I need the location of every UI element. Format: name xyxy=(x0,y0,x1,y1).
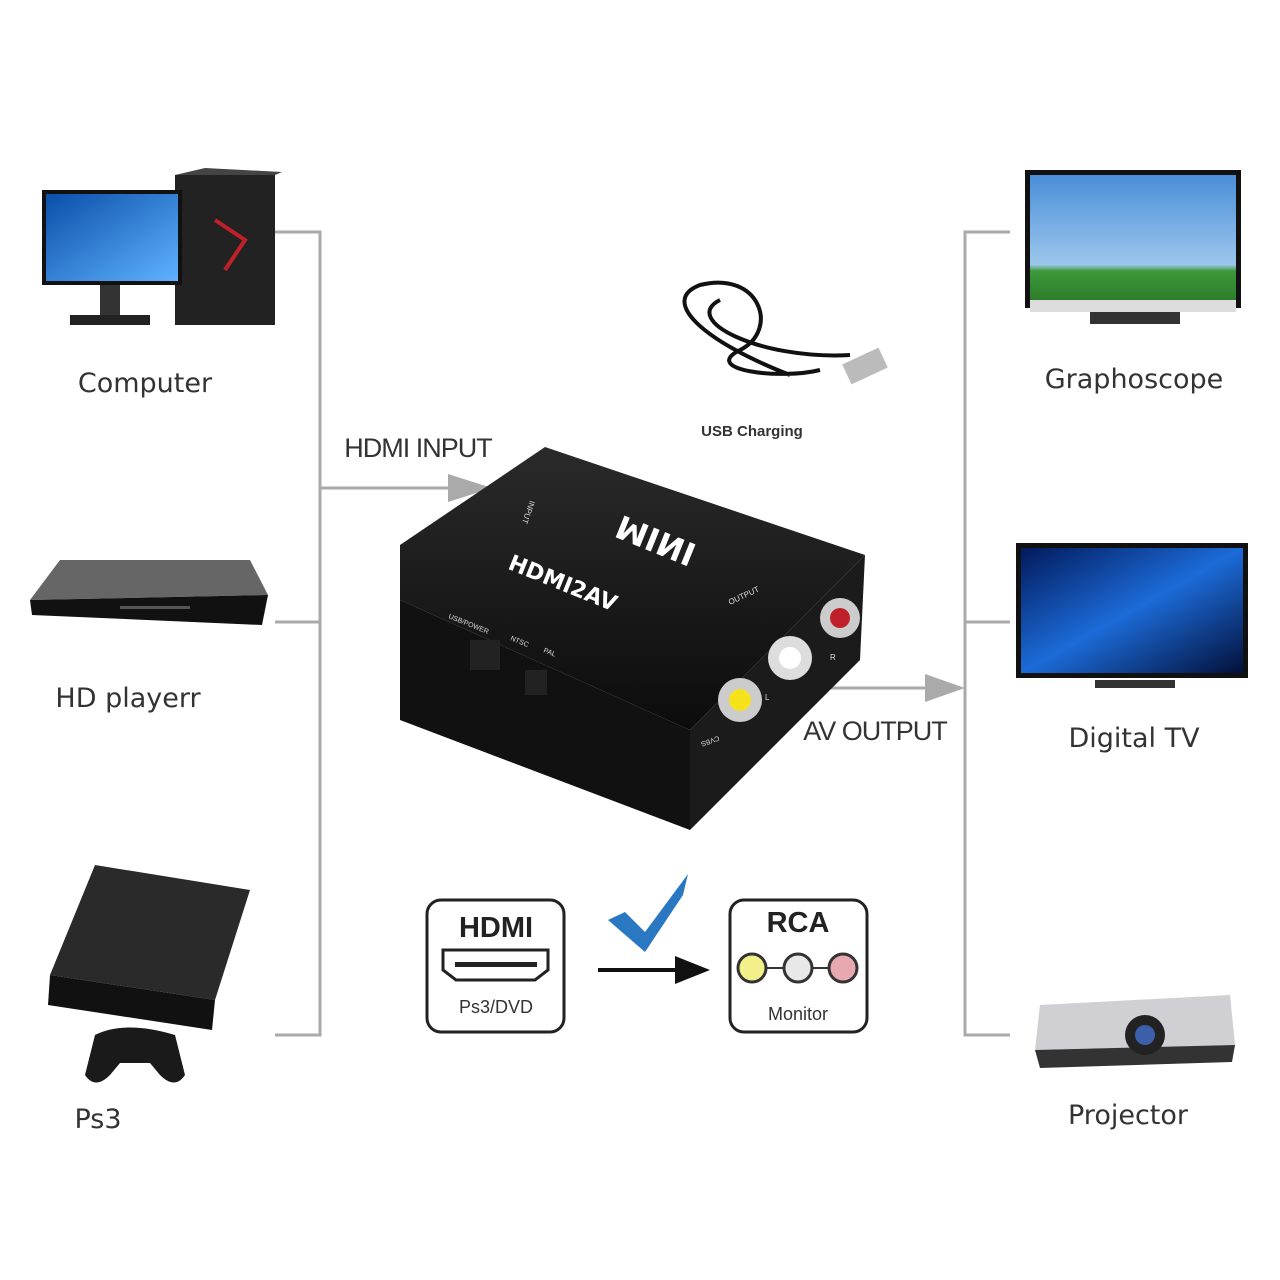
adapter-r-text: R xyxy=(830,653,836,662)
output-label-graphoscope: Graphoscope xyxy=(1045,364,1224,395)
left-bracket xyxy=(275,230,455,1037)
rca-red-icon xyxy=(827,952,859,984)
input-arrow-head xyxy=(448,474,492,502)
adapter-pal-text: PAL xyxy=(542,647,557,658)
adapter-l-text: L xyxy=(765,693,770,702)
rca-title: RCA xyxy=(767,907,830,939)
hdmi-sub: Ps3/DVD xyxy=(459,997,533,1017)
av-output-label: AV OUTPUT xyxy=(803,716,947,746)
rca-sub: Monitor xyxy=(768,1004,828,1024)
usb-cable-image xyxy=(682,280,851,377)
source-label-hd-player: HD playerr xyxy=(55,683,201,714)
graphoscope-image xyxy=(1025,170,1241,324)
ps3-image xyxy=(48,865,250,1083)
right-bracket xyxy=(815,230,1010,1037)
output-arrow-head xyxy=(925,674,965,702)
hdmi-legend-box: HDMI Ps3/DVD xyxy=(425,898,566,1034)
computer-image xyxy=(42,168,282,325)
legend-arrow xyxy=(598,956,710,984)
usb-plug xyxy=(842,347,888,385)
source-label-computer: Computer xyxy=(78,368,213,399)
output-label-projector: Projector xyxy=(1068,1100,1189,1131)
hdmi2av-adapter-image: MINI HDMI2AV INPUT OUTPUT USB/POWER NTSC… xyxy=(400,447,865,830)
projector-image xyxy=(1035,995,1235,1068)
output-label-digital-tv: Digital TV xyxy=(1068,723,1200,754)
hd-player-image xyxy=(30,560,268,625)
rca-yellow-icon xyxy=(736,952,768,984)
rca-white-icon xyxy=(782,952,814,984)
check-mark-icon xyxy=(608,874,688,952)
usb-charging-label: USB Charging xyxy=(701,423,803,440)
hdmi-input-label: HDMI INPUT xyxy=(344,433,492,463)
source-label-ps3: Ps3 xyxy=(74,1104,121,1135)
rca-legend-box: RCA Monitor xyxy=(728,898,869,1034)
digital-tv-image xyxy=(1016,543,1248,688)
hdmi-title: HDMI xyxy=(459,912,533,944)
